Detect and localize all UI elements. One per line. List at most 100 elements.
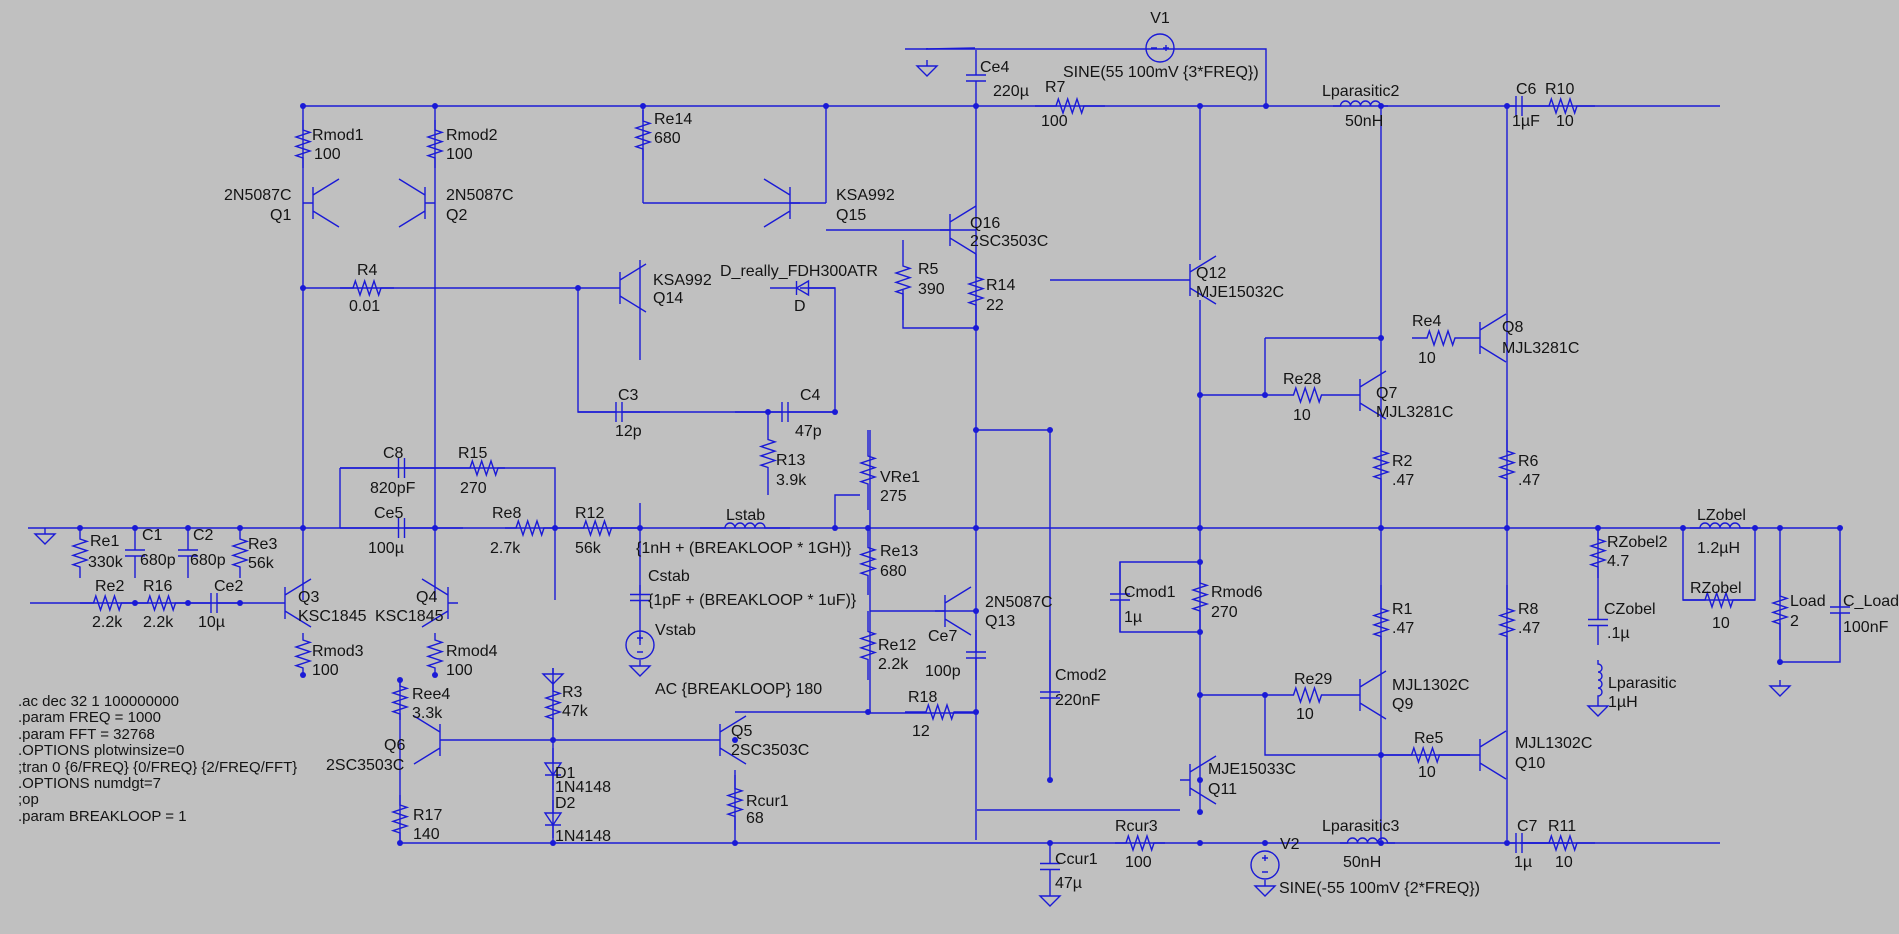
label-r15-val: 270 [460, 480, 487, 497]
label-lzobel-val: 1.2µH [1697, 540, 1740, 557]
label-r8-val: .47 [1518, 620, 1540, 637]
junction-dot [1197, 392, 1203, 398]
ccur1-ground [1038, 890, 1062, 907]
re8-resistor [505, 518, 555, 538]
junction-dot [300, 285, 306, 291]
label-rmod6-val: 270 [1211, 604, 1238, 621]
label-q9: Q9 [1392, 696, 1413, 713]
ree4-resistor [390, 680, 410, 720]
label-rmod2: Rmod2 [446, 127, 498, 144]
junction-dot [1837, 525, 1843, 531]
q11-transistor [1180, 755, 1217, 805]
label-r14-val: 22 [986, 297, 1004, 314]
label-cmod1-val: 1µ [1124, 609, 1142, 626]
junction-dot [1197, 525, 1203, 531]
label-c2: C2 [193, 527, 214, 544]
junction-dot [640, 103, 646, 109]
q2-transistor [398, 178, 435, 228]
label-q1: Q1 [270, 207, 291, 224]
r18-r-resistor [905, 702, 975, 722]
label-re5: Re5 [1414, 730, 1443, 747]
junction-dot [1378, 525, 1384, 531]
label-d2-model: 1N4148 [555, 828, 611, 845]
label-c-load-val: 100nF [1843, 619, 1889, 636]
c3-capacitor [578, 402, 660, 422]
label-q16: Q16 [970, 215, 1000, 232]
label-rmod2-val: 100 [446, 146, 473, 163]
label-v1: V1 [1150, 10, 1170, 27]
c4-capacitor [735, 402, 835, 422]
re4-r-resistor [1412, 328, 1470, 348]
label-ce2: Ce2 [214, 578, 243, 595]
label-lzobel: LZobel [1697, 507, 1746, 524]
d-diode [770, 279, 835, 297]
label-d: D [794, 298, 806, 315]
label-lstab: Lstab [726, 507, 765, 524]
label-c1-val: 680p [140, 552, 176, 569]
components [33, 33, 1850, 907]
label-re13: Re13 [880, 543, 918, 560]
junction-dot [185, 600, 191, 606]
label-lparasitic: Lparasitic [1608, 675, 1676, 692]
r16-resistor [135, 593, 188, 613]
label-ce5-val: 100µ [368, 540, 404, 557]
lstab-inductor [700, 522, 790, 529]
label-re14-val: 680 [654, 130, 681, 147]
czobel-capacitor [1588, 600, 1608, 645]
spice-directive-line: .param FREQ = 1000 [18, 709, 161, 727]
junction-dot [77, 525, 83, 531]
label-r15: R15 [458, 445, 487, 462]
r17-resistor [390, 795, 410, 843]
label-cmod2-val: 220nF [1055, 692, 1101, 709]
junction-dot [550, 737, 556, 743]
r8-resistor [1497, 585, 1517, 660]
label-ce4: Ce4 [980, 59, 1009, 76]
label-rmod6: Rmod6 [1211, 584, 1263, 601]
label-q5-model: 2SC3503C [731, 742, 809, 759]
c7-capacitor [1507, 833, 1531, 853]
junction-dots [77, 103, 1843, 846]
label-c7: C7 [1517, 818, 1538, 835]
label-q7: Q7 [1376, 385, 1397, 402]
label-rcur3: Rcur3 [1115, 818, 1158, 835]
label-ccur1-val: 47µ [1055, 875, 1082, 892]
label-c1: C1 [142, 527, 163, 544]
rmod2-resistor [425, 120, 445, 168]
junction-dot [1197, 692, 1203, 698]
label-q13: Q13 [985, 613, 1015, 630]
c2-capacitor [178, 528, 198, 578]
junction-dot [823, 103, 829, 109]
junction-dot [637, 525, 643, 531]
junction-dot [300, 525, 306, 531]
junction-dot [1197, 559, 1203, 565]
c8-capacitor [340, 458, 463, 478]
label-q11-model: MJE15033C [1208, 761, 1296, 778]
label-r17-val: 140 [413, 826, 440, 843]
junction-dot [550, 840, 556, 846]
junction-dot [1504, 840, 1510, 846]
r11-resistor [1531, 833, 1595, 853]
label-cstab: Cstab [648, 568, 690, 585]
label-r18: R18 [908, 689, 937, 706]
label-re13-val: 680 [880, 563, 907, 580]
label-cstab-val: {1pF + (BREAKLOOP * 1uF)} [648, 592, 857, 609]
label-v2-val: SINE(-55 100mV {2*FREQ}) [1279, 880, 1480, 897]
junction-dot [1047, 840, 1053, 846]
label-q3-model: KSC1845 [298, 608, 367, 625]
lzobel-inductor [1690, 522, 1750, 529]
label-r7-val: 100 [1041, 113, 1068, 130]
label-lstab-val: {1nH + (BREAKLOOP * 1GH)} [636, 540, 852, 557]
wires [28, 47, 1841, 844]
label-c6: C6 [1516, 81, 1537, 98]
junction-dot [1263, 103, 1269, 109]
label-q8: Q8 [1502, 319, 1523, 336]
label-rzobel2-val: 4.7 [1607, 553, 1629, 570]
label-re8-val: 2.7k [490, 540, 521, 557]
junction-dot [1378, 335, 1384, 341]
label-r11-val: 10 [1555, 854, 1573, 871]
label-re28: Re28 [1283, 371, 1321, 388]
label-vstab-val: AC {BREAKLOOP} 180 [655, 681, 822, 698]
rmod1-resistor [293, 120, 313, 168]
label-vre1-val: 275 [880, 488, 907, 505]
